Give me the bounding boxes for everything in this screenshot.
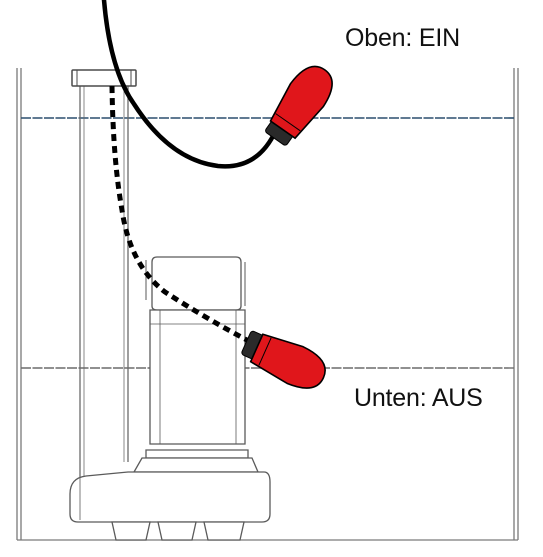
pump-foot-2	[157, 521, 197, 541]
pump-volute	[69, 471, 271, 523]
pump-foot-3	[203, 521, 245, 541]
pump-collar	[145, 449, 249, 459]
upper-float-switch-icon	[265, 65, 333, 146]
lower-level-label: Unten: AUS	[354, 384, 483, 412]
submersible-pump	[69, 256, 271, 541]
pump-motor-cap	[151, 256, 242, 311]
pump-foot-1	[111, 521, 151, 541]
pump-motor-housing	[149, 309, 246, 445]
lower-float-cable	[109, 85, 264, 351]
pipe-flange	[71, 69, 137, 87]
upper-level-label: Oben: EIN	[345, 24, 460, 52]
riser-pipe	[79, 86, 129, 478]
tank	[16, 68, 519, 541]
lower-float-switch-icon	[241, 330, 326, 389]
upper-float-cable	[101, 0, 279, 169]
